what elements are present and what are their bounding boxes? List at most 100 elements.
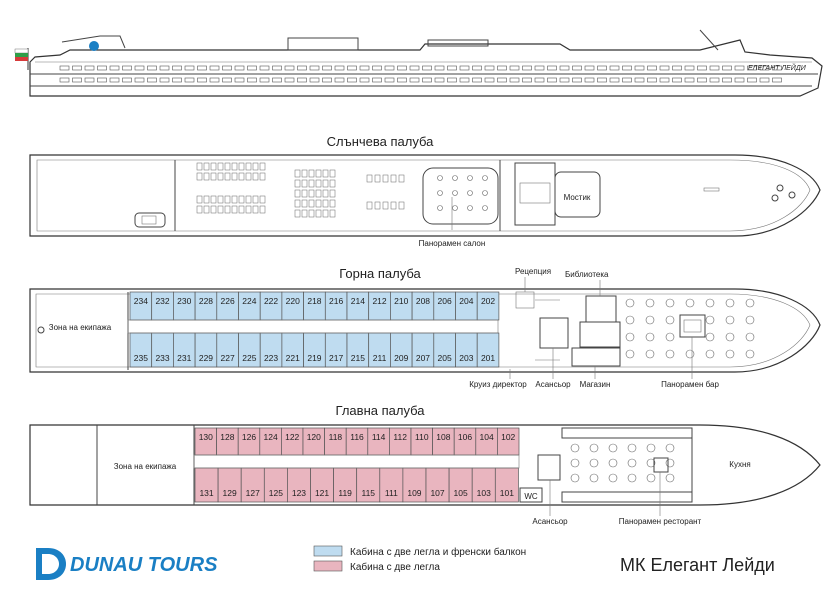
profile-window xyxy=(572,65,582,71)
lounger-icon xyxy=(294,169,301,178)
lounge-table-icon xyxy=(452,175,458,181)
profile-window xyxy=(359,77,370,83)
profile-window xyxy=(309,77,320,83)
lounger-icon xyxy=(329,189,336,198)
profile-window xyxy=(384,77,395,83)
lounger-icon xyxy=(203,162,210,171)
lounger-icon xyxy=(224,162,231,171)
profile-window xyxy=(309,65,320,71)
profile-window xyxy=(59,65,70,71)
lounger-icon xyxy=(210,205,217,214)
profile-window xyxy=(509,65,520,71)
profile-window xyxy=(659,77,670,83)
sun-deck-hull xyxy=(29,154,821,237)
cabin-number: 221 xyxy=(286,353,300,363)
ship-profile: ЕЛЕГАНТ ЛЕЙДИ xyxy=(14,29,823,97)
profile-window xyxy=(497,65,507,71)
profile-hull-name: ЕЛЕГАНТ ЛЕЙДИ xyxy=(748,63,807,72)
lounger-icon xyxy=(231,195,238,204)
lounger-icon xyxy=(210,162,217,171)
profile-window xyxy=(397,77,407,83)
restaurant-table-icon xyxy=(570,473,580,483)
profile-hull xyxy=(29,39,823,97)
profile-window xyxy=(584,77,595,83)
lounger-icon xyxy=(224,172,231,181)
profile-window xyxy=(347,77,357,83)
upper-deck-title: Горна палуба xyxy=(339,266,421,281)
profile-window xyxy=(534,65,545,71)
profile-logo-icon xyxy=(89,41,99,51)
bar-table-icon xyxy=(705,298,715,308)
cabin-number: 120 xyxy=(307,432,321,442)
profile-window xyxy=(297,77,307,83)
profile-window xyxy=(484,65,495,71)
profile-window xyxy=(559,65,570,71)
lounger-icon xyxy=(252,172,259,181)
profile-windows xyxy=(59,65,782,83)
lounger-icon xyxy=(210,172,217,181)
lounger-icon xyxy=(308,209,315,218)
profile-window xyxy=(522,77,532,83)
lounger-icon xyxy=(259,172,266,181)
cabin-number: 103 xyxy=(477,488,491,498)
restaurant-table-icon xyxy=(608,473,618,483)
profile-window xyxy=(147,65,157,71)
lounger-icon xyxy=(196,162,203,171)
profile-window xyxy=(84,77,95,83)
restaurant-table-icon xyxy=(608,443,618,453)
brand-name: DUNAU TOURS xyxy=(70,554,218,576)
restaurant-table-icon xyxy=(589,443,599,453)
lounger-icon xyxy=(210,195,217,204)
restaurant-table-icon xyxy=(570,458,580,468)
bar-table-icon xyxy=(625,315,635,325)
bar-table-icon xyxy=(725,315,735,325)
cabin-number: 128 xyxy=(220,432,234,442)
profile-window xyxy=(359,65,370,71)
lounger-icon xyxy=(294,199,301,208)
cabin-number: 121 xyxy=(315,488,329,498)
kitchen-label: Кухня xyxy=(729,460,750,469)
lounger-icon xyxy=(294,179,301,188)
profile-window xyxy=(159,77,170,83)
sun-loungers xyxy=(196,162,405,218)
profile-window xyxy=(547,65,557,71)
bar-table-icon xyxy=(645,349,655,359)
lounger-icon xyxy=(308,199,315,208)
profile-window xyxy=(284,77,295,83)
lounger-icon xyxy=(366,174,373,183)
cabin-number: 210 xyxy=(394,296,408,306)
cabin-number: 226 xyxy=(221,296,235,306)
profile-window xyxy=(747,77,757,83)
cabin-number: 212 xyxy=(372,296,386,306)
profile-window xyxy=(259,65,270,71)
profile-window xyxy=(722,65,732,71)
cabin-number: 106 xyxy=(458,432,472,442)
profile-window xyxy=(609,65,620,71)
bar-table-icon xyxy=(625,332,635,342)
profile-window xyxy=(434,65,445,71)
lounger-icon xyxy=(217,172,224,181)
profile-window xyxy=(272,65,282,71)
lounger-icon xyxy=(374,174,381,183)
main-deck-title: Главна палуба xyxy=(336,403,426,418)
lounge-table-icon xyxy=(482,190,488,196)
lounge-table-icon xyxy=(482,205,488,211)
lounger-icon xyxy=(308,179,315,188)
cabin-number: 216 xyxy=(329,296,343,306)
cabin-number: 208 xyxy=(416,296,430,306)
cabin-number: 129 xyxy=(223,488,237,498)
profile-window xyxy=(497,77,507,83)
cabin-number: 232 xyxy=(155,296,169,306)
bar-table-icon xyxy=(665,298,675,308)
cabin-number: 122 xyxy=(285,432,299,442)
profile-window xyxy=(384,65,395,71)
lounger-icon xyxy=(322,209,329,218)
lounger-icon xyxy=(366,201,373,210)
lounger-icon xyxy=(217,162,224,171)
profile-window xyxy=(747,65,757,71)
profile-window xyxy=(447,77,457,83)
profile-window xyxy=(447,65,457,71)
brand-logo: DUNAU TOURS xyxy=(36,548,218,580)
restaurant-table-icon xyxy=(627,443,637,453)
